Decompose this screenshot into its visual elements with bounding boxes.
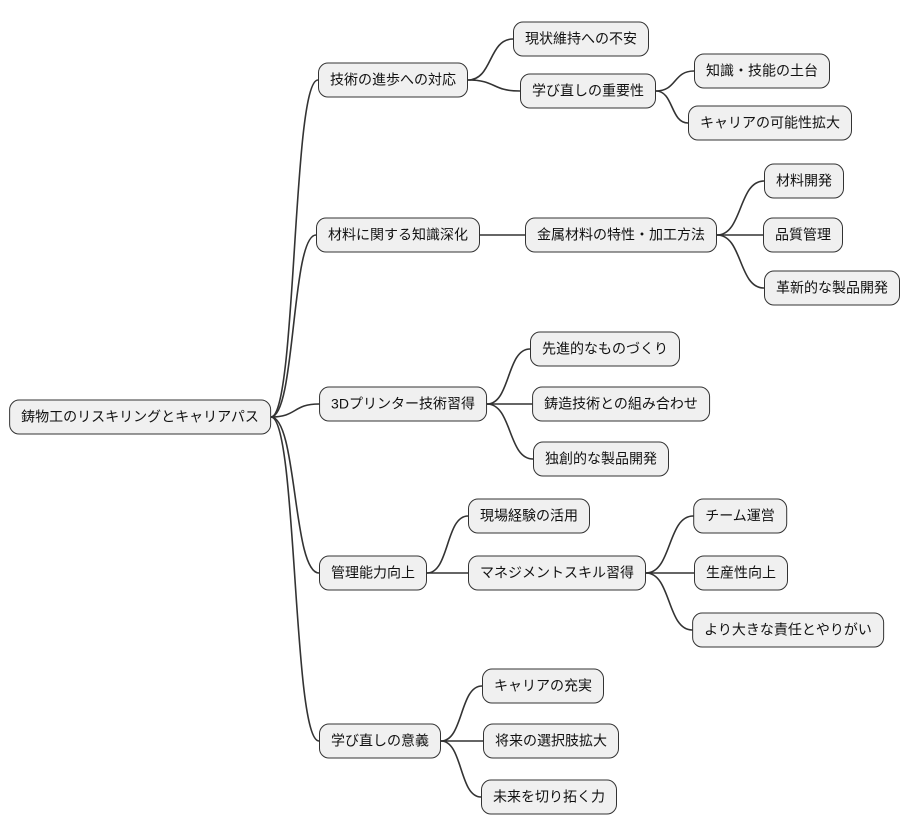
node-combination-with-casting: 鋳造技術との組み合わせ: [532, 386, 710, 422]
node-future-options-expansion: 将来の選択肢拡大: [483, 723, 619, 759]
mindmap-edge: [270, 403, 320, 418]
mindmap-edge: [426, 515, 469, 574]
node-original-product-development: 独創的な製品開発: [533, 441, 669, 477]
mindmap-edge: [270, 79, 319, 418]
node-innovative-product-development: 革新的な製品開発: [764, 270, 900, 306]
mindmap-edge: [645, 515, 695, 574]
node-greater-responsibility-fulfillment: より大きな責任とやりがい: [692, 612, 884, 648]
node-field-experience-utilization: 現場経験の活用: [468, 498, 590, 534]
node-3d-printer-skill-acquisition: 3Dプリンター技術習得: [319, 386, 487, 422]
node-metal-material-properties-processing: 金属材料の特性・加工方法: [525, 217, 717, 253]
node-career-possibility-expansion: キャリアの可能性拡大: [688, 105, 852, 141]
mindmap-edge: [270, 416, 320, 742]
node-management-ability-improvement: 管理能力向上: [319, 555, 427, 591]
mindmap-edge: [467, 79, 521, 92]
node-advanced-manufacturing: 先進的なものづくり: [530, 331, 680, 367]
mindmap-edge: [716, 234, 765, 289]
mindmap-edge: [467, 38, 514, 81]
node-status-quo-anxiety: 現状維持への不安: [513, 21, 649, 57]
mindmap-edge: [486, 348, 531, 405]
node-knowledge-skill-foundation: 知識・技能の土台: [694, 53, 830, 89]
node-career-fulfillment: キャリアの充実: [482, 668, 604, 704]
mindmap-edge: [270, 416, 320, 574]
mindmap-edge: [655, 90, 689, 124]
node-relearning-importance: 学び直しの重要性: [520, 73, 656, 109]
node-management-skill-acquisition: マネジメントスキル習得: [468, 555, 646, 591]
mindmap-edge: [440, 740, 482, 798]
mindmap-edge: [486, 403, 534, 460]
mindmap-edge: [645, 572, 693, 631]
mindmap-edge: [655, 70, 695, 92]
node-material-development: 材料開発: [764, 163, 844, 199]
node-quality-control: 品質管理: [763, 217, 843, 253]
root-node-reskilling-career-path: 鋳物工のリスキリングとキャリアパス: [9, 399, 271, 435]
node-future-pioneering-power: 未来を切り拓く力: [481, 779, 617, 815]
node-relearning-significance: 学び直しの意義: [319, 723, 441, 759]
mindmap-edge: [716, 180, 765, 236]
node-productivity-improvement: 生産性向上: [694, 555, 788, 591]
node-team-management: チーム運営: [693, 498, 787, 534]
mindmap-edge: [270, 234, 317, 418]
node-material-knowledge-deepening: 材料に関する知識深化: [316, 217, 480, 253]
node-tech-progress-response: 技術の進歩への対応: [318, 62, 468, 98]
mindmap-edge: [440, 685, 483, 742]
